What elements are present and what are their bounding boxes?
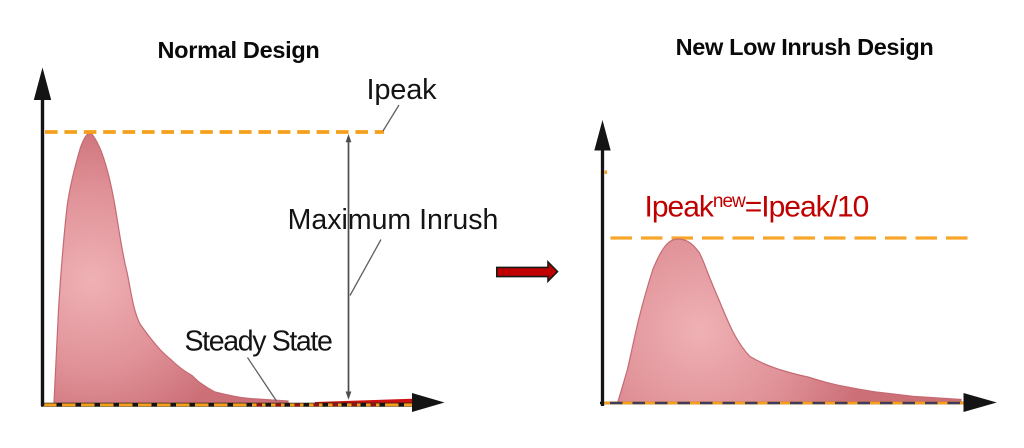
svg-text:Steady State: Steady State (185, 326, 332, 358)
svg-text:Normal Design: Normal Design (158, 37, 320, 63)
svg-text:New Low Inrush Design: New Low Inrush Design (676, 34, 934, 60)
svg-text:Ipeaknew=Ipeak/10: Ipeaknew=Ipeak/10 (645, 191, 869, 224)
svg-text:Ipeak: Ipeak (367, 74, 438, 106)
svg-text:Maximum Inrush: Maximum Inrush (288, 204, 499, 236)
